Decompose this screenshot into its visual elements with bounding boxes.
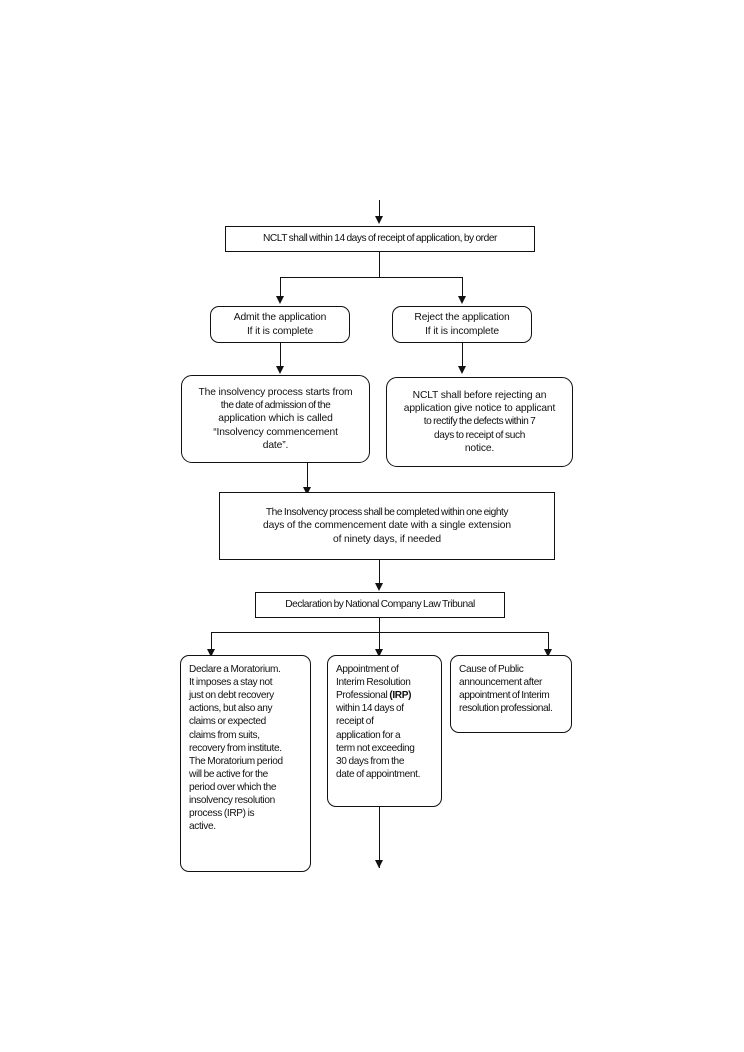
node-moratorium-line11: insolvency resolution [189,795,275,807]
node-irp-line5: receipt of [336,716,374,728]
node-reject-application: Reject the application If it is incomple… [392,306,532,343]
connector-reject-to-notice [462,343,463,369]
arrowhead-nclt-to-admit [275,296,284,304]
node-nclt-order: NCLT shall within 14 days of receipt of … [225,226,535,252]
node-moratorium-line12: process (IRP) is [189,808,255,820]
node-announcement-line1: Cause of Public [459,664,524,675]
node-irp-appointment: Appointment of Interim Resolution Profes… [327,655,442,807]
connector-nclt-to-admit [280,277,281,299]
arrowhead-timeline-to-declaration [374,583,383,591]
node-declaration-nclt: Declaration by National Company Law Trib… [255,592,505,618]
node-admit-application: Admit the application If it is complete [210,306,350,343]
connector-nclt-stem [379,252,380,277]
node-timeline-line1: The Insolvency process shall be complete… [265,506,509,518]
connector-admit-to-commencement [280,343,281,369]
node-insolvency-timeline: The Insolvency process shall be complete… [219,492,555,560]
arrowhead-declaration-to-moratorium [206,649,215,657]
connector-nclt-to-reject [462,277,463,299]
connector-commencement-to-timeline [307,463,308,490]
arrowhead-nclt-to-reject [457,296,466,304]
arrowhead-irp-to-exit [374,860,383,868]
node-moratorium-line8: The Moratorium period [189,755,283,767]
node-commencement-line4: “Insolvency commencement [213,426,338,438]
node-notice-line1: NCLT shall before rejecting an [412,389,547,401]
arrowhead-declaration-to-announcement [543,649,552,657]
node-announcement-line2: announcement after [459,677,542,689]
connector-declaration-to-announcement [548,632,549,652]
node-commencement-line2: the date of admission of the [220,399,331,411]
node-declare-moratorium: Declare a Moratorium. It imposes a stay … [180,655,311,872]
connector-irp-to-exit [379,807,380,868]
node-notice-line2: application give notice to applicant [403,402,556,414]
arrowhead-declaration-to-irp [374,649,383,657]
node-notice-line4: days to receipt of such [434,429,525,441]
node-insolvency-commencement: The insolvency process starts from the d… [181,375,370,463]
node-commencement-line5: date”. [262,440,289,452]
node-commencement-line3: application which is called [218,413,333,425]
node-moratorium-line7: recovery from institute. [189,742,282,754]
node-irp-line3-bold: (IRP) [389,690,412,702]
connector-nclt-split-bar [280,277,462,278]
node-moratorium-line4: actions, but also any [189,703,273,715]
node-nclt-notice-to-rectify: NCLT shall before rejecting an applicati… [386,377,573,467]
connector-declaration-to-irp [379,632,380,652]
node-irp-line8: 30 days from the [336,755,405,767]
node-commencement-line1: The insolvency process starts from [198,386,353,398]
node-moratorium-line2: It imposes a stay not [189,677,273,689]
node-announcement-line3: appointment of Interim [459,690,550,702]
node-moratorium-line10: period over which the [189,781,277,793]
node-nclt-order-label: NCLT shall within 14 days of receipt of … [262,233,498,245]
arrowhead-reject-to-notice [457,366,466,374]
connector-timeline-to-declaration [379,560,380,586]
node-irp-line3-pre: Professional [336,690,390,702]
node-irp-line7: term not exceeding [336,742,415,754]
node-irp-line9: date of appointment. [336,768,421,780]
node-moratorium-line6: claims from suits, [189,729,260,741]
node-irp-line1: Appointment of [336,664,399,675]
node-announcement-line4: resolution professional. [459,703,553,715]
node-public-announcement: Cause of Public announcement after appoi… [450,655,572,733]
node-reject-line1: Reject the application [414,312,510,324]
node-irp-line2: Interim Resolution [336,677,411,689]
connector-declaration-to-moratorium [211,632,212,652]
node-irp-line4: within 14 days of [336,703,404,715]
node-timeline-line2: days of the commencement date with a sin… [263,520,511,532]
node-moratorium-line3: just on debt recovery [189,690,274,702]
node-notice-line3: to rectify the defects within 7 [423,416,536,428]
node-timeline-line3: of ninety days, if needed [333,533,441,545]
node-moratorium-line13: active. [189,821,216,833]
node-admit-line2: If it is complete [246,325,314,337]
node-reject-line2: If it is incomplete [425,325,499,337]
arrowhead-commencement-to-timeline [302,487,311,495]
arrowhead-admit-to-commencement [275,366,284,374]
node-moratorium-line9: will be active for the [189,768,268,780]
node-irp-line6: application for a [336,729,401,741]
connector-entry-to-nclt [379,200,380,222]
node-admit-line1: Admit the application [233,312,327,324]
node-notice-line5: notice. [464,443,495,455]
node-declaration-label: Declaration by National Company Law Trib… [285,599,475,611]
connector-declaration-stem [379,618,380,632]
arrowhead-entry-to-nclt [374,216,383,224]
node-moratorium-line1: Declare a Moratorium. [189,664,281,675]
node-moratorium-line5: claims or expected [189,716,266,728]
